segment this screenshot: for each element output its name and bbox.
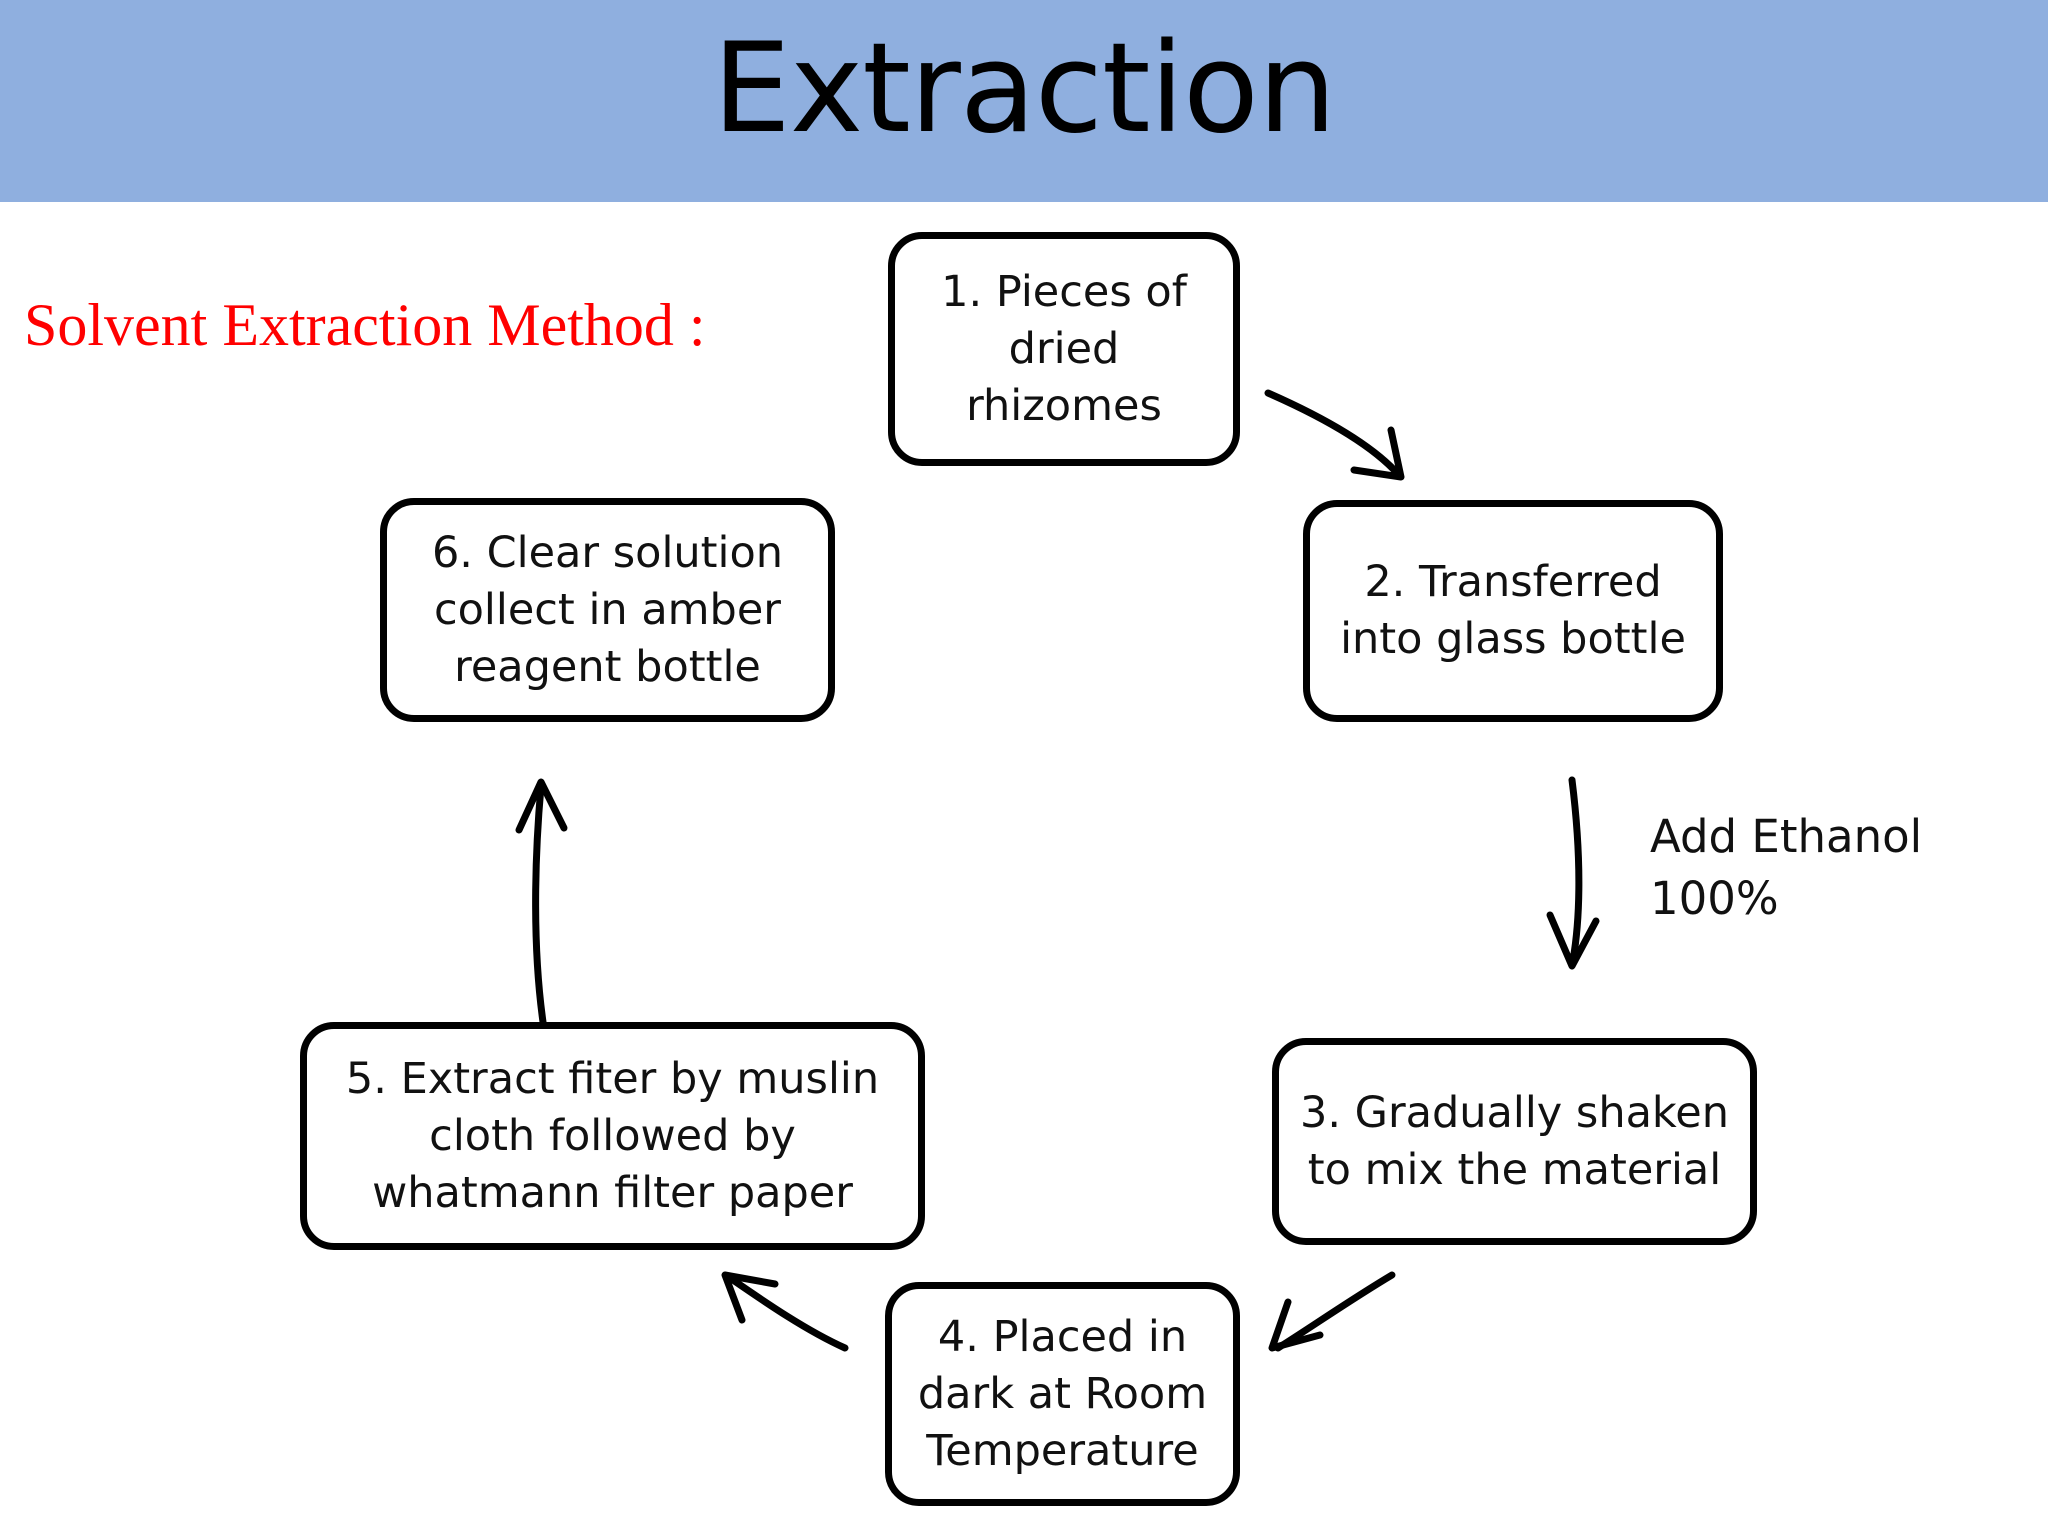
arrow-step3-to-step4 (1268, 1271, 1396, 1352)
arrow-step1-to-step2 (1264, 389, 1405, 481)
page-title: Extraction (712, 17, 1336, 161)
flow-node-step-2[interactable]: 2. Transferred into glass bottle (1303, 500, 1723, 722)
flow-node-step-1[interactable]: 1. Pieces of dried rhizomes (888, 232, 1240, 466)
flow-node-step-4[interactable]: 4. Placed in dark at Room Temperature (885, 1282, 1240, 1506)
title-band (0, 0, 2048, 202)
section-subtitle: Solvent Extraction Method : (24, 292, 706, 358)
arrow-step2-to-step3 (1546, 776, 1600, 970)
arrow-step5-to-step6 (515, 778, 568, 1026)
edge-label-add-ethanol: Add Ethanol 100% (1650, 810, 1923, 925)
arrow-step4-to-step5 (721, 1271, 849, 1352)
flow-node-step-3[interactable]: 3. Gradually shaken to mix the material (1272, 1038, 1757, 1245)
flow-node-step-6[interactable]: 6. Clear solution collect in amber reage… (380, 498, 835, 722)
flow-node-step-5[interactable]: 5. Extract fiter by muslin cloth followe… (300, 1022, 925, 1250)
